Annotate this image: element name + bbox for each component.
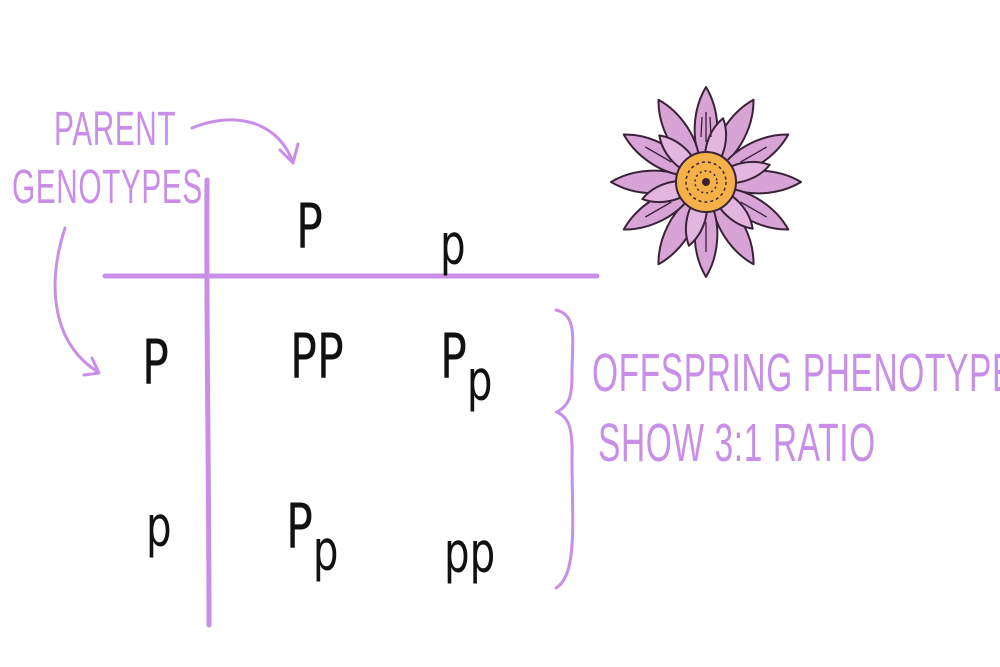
cell-1-2-allele-b: p bbox=[467, 349, 493, 414]
side-allele-2: p bbox=[146, 500, 172, 556]
cell-1-1-allele-b: P bbox=[317, 320, 344, 393]
cell-1-1-allele-a: P bbox=[290, 320, 317, 393]
cell-2-2-allele-a: p bbox=[444, 521, 470, 586]
parent-genotypes-label-line2: GENOTYPES bbox=[12, 164, 203, 212]
offspring-label-line2: SHOW 3:1 RATIO bbox=[598, 416, 876, 470]
cell-1-2-allele-a: P bbox=[440, 320, 467, 393]
cell-2-2: pp bbox=[444, 526, 495, 582]
side-allele-1: P bbox=[142, 332, 169, 394]
cell-2-2-allele-b: p bbox=[470, 521, 496, 586]
cell-2-1-allele-b: p bbox=[313, 519, 339, 584]
cell-2-1-allele-a: P bbox=[286, 490, 313, 563]
cell-2-1: Pp bbox=[286, 496, 339, 558]
parent-genotypes-label-line1: PARENT bbox=[54, 106, 176, 154]
top-allele-1: P bbox=[296, 196, 323, 258]
top-allele-2: p bbox=[440, 218, 466, 274]
cell-1-1: PP bbox=[290, 326, 344, 388]
offspring-label-line1: OFFSPRING PHENOTYPES bbox=[592, 346, 1000, 400]
cell-1-2: Pp bbox=[440, 326, 493, 388]
